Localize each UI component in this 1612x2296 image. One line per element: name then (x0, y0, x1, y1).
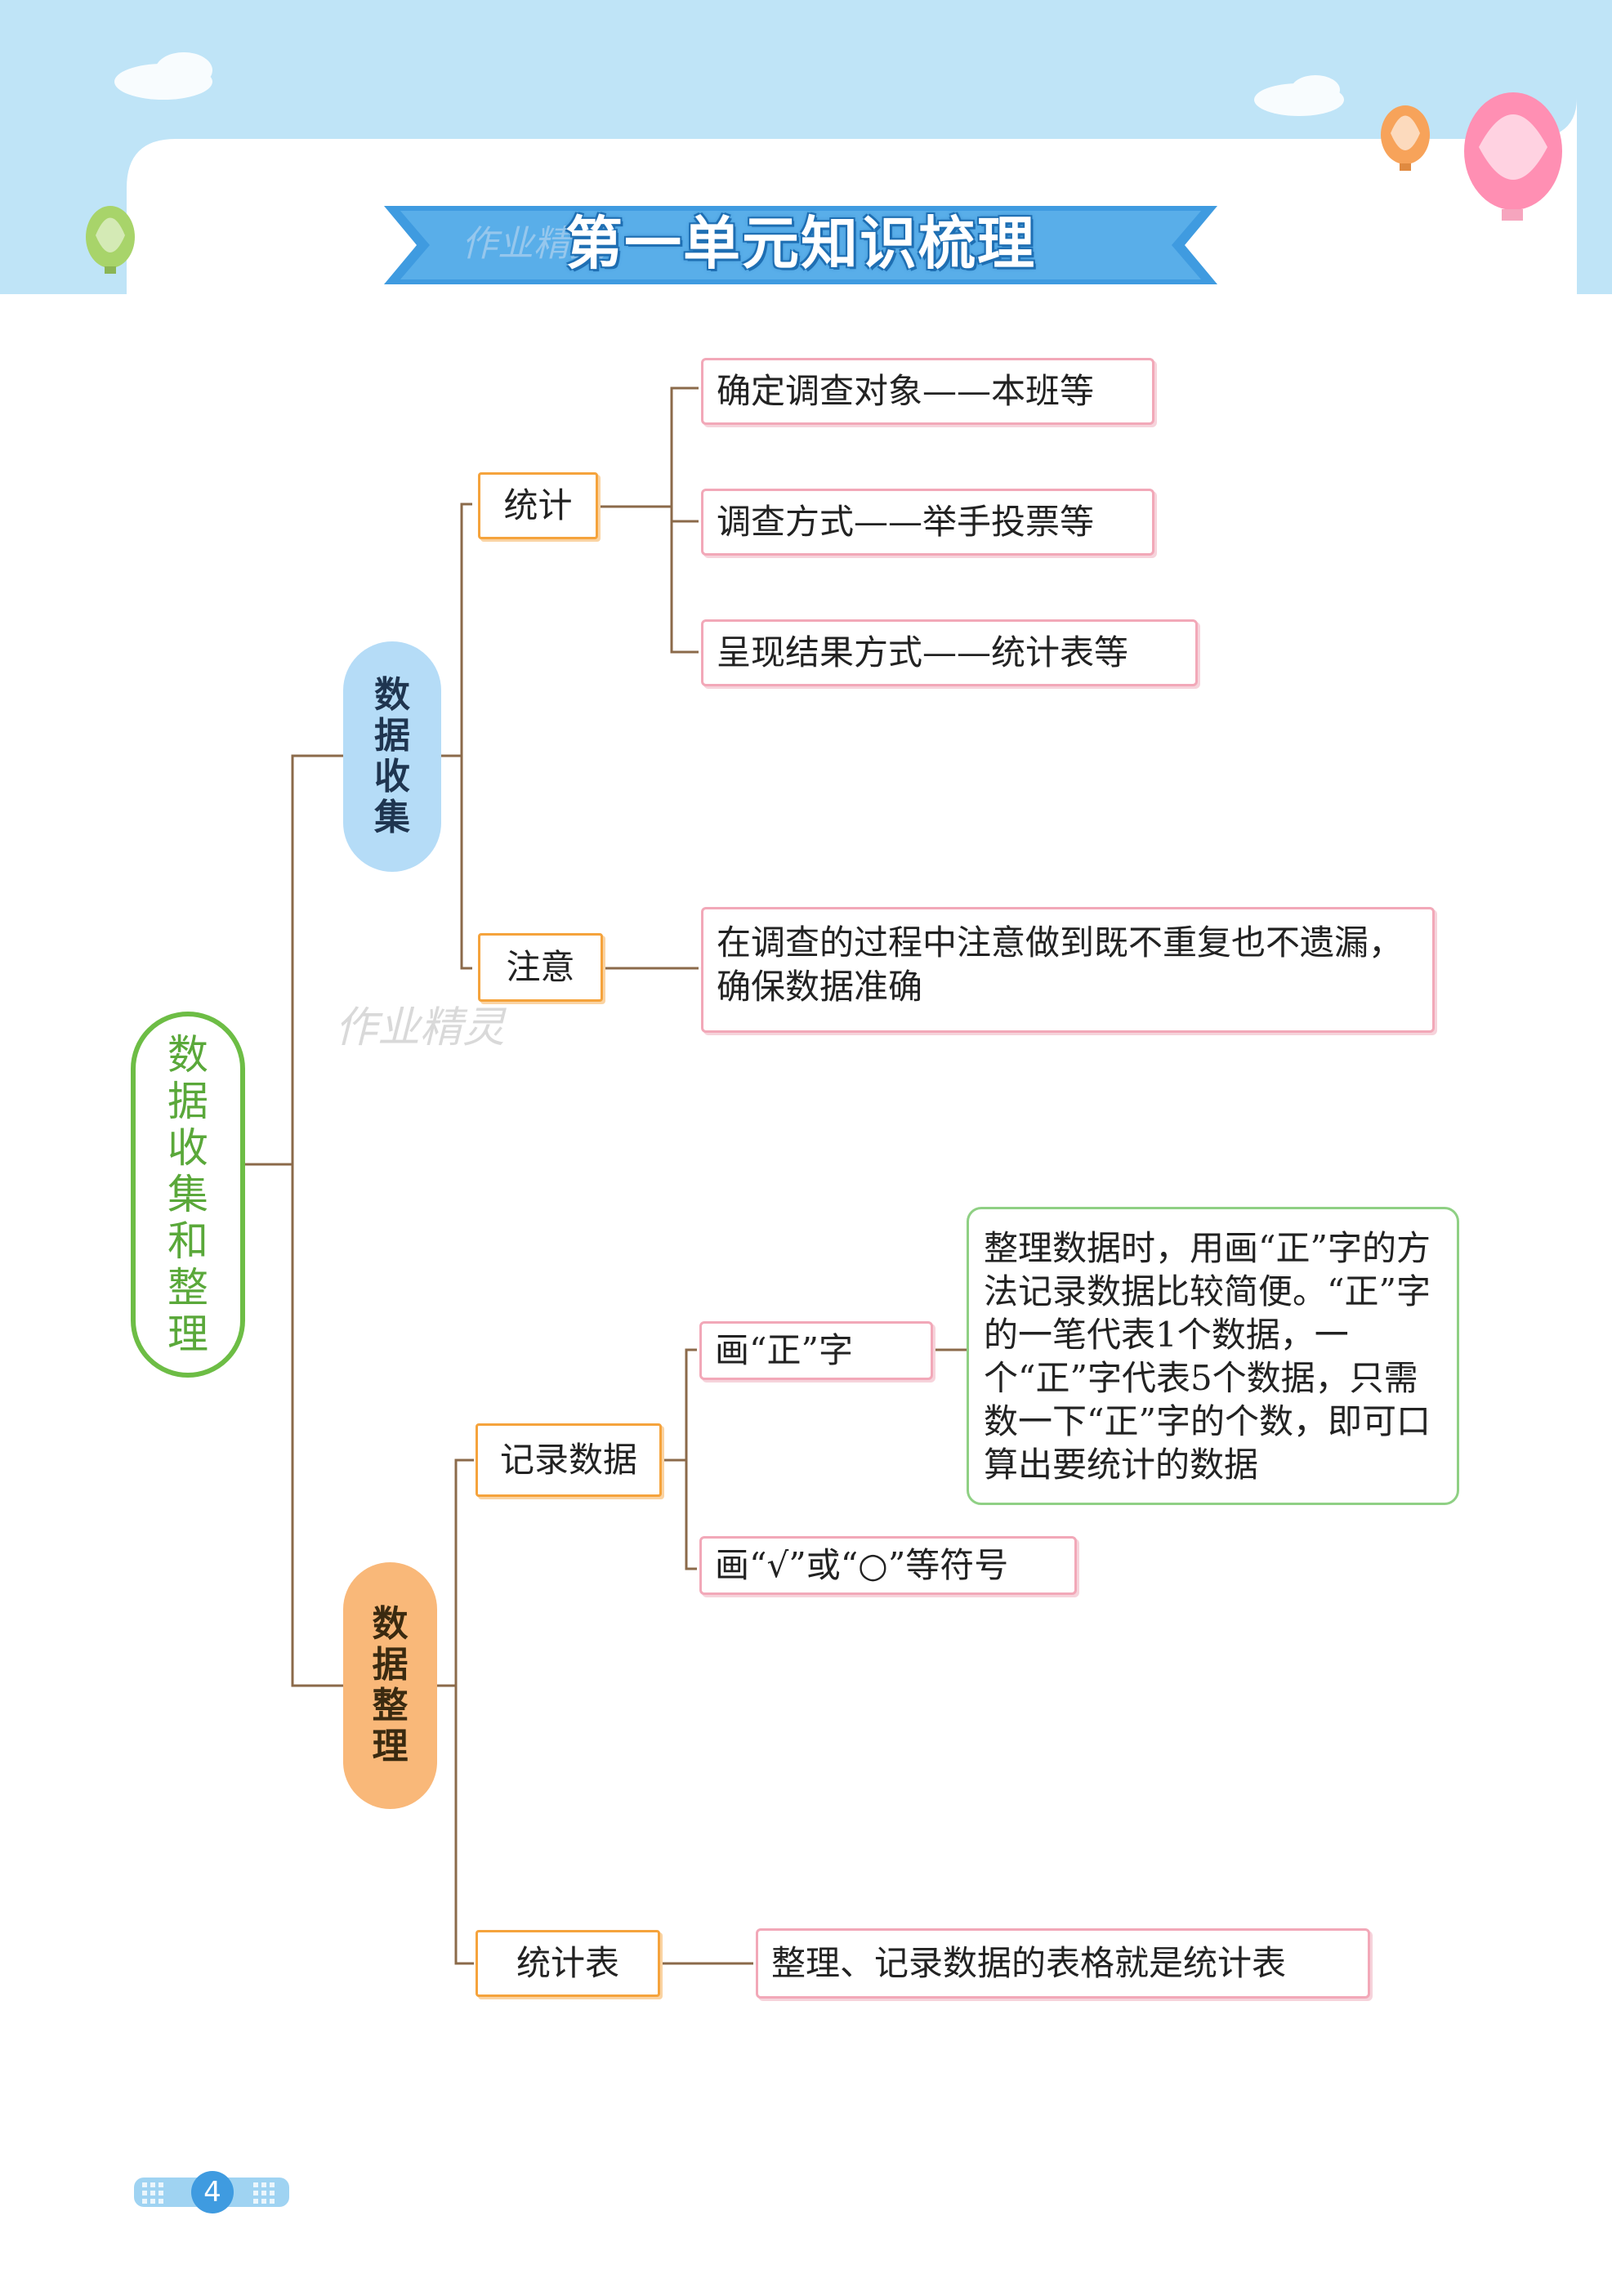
leaf-table-definition-text: 整理、记录数据的表格就是统计表 (771, 1943, 1287, 1983)
page-title: 第一单元知识梳理 (565, 210, 1036, 277)
branch-data-organization-label: 数据整理 (372, 1603, 409, 1767)
leaf-draw-zheng-text: 画“正”字 (715, 1330, 853, 1370)
balloon-icon (86, 92, 1562, 274)
leaf-table-definition: 整理、记录数据的表格就是统计表 (756, 1928, 1370, 1999)
root-label: 数据收集和整理 (167, 1030, 208, 1358)
leaf-attention-note: 在调查的过程中注意做到既不重复也不遗漏，确保数据准确 (701, 907, 1435, 1033)
leaf-survey-method-text: 调查方式——举手投票等 (717, 502, 1095, 542)
branch-data-collection-label: 数据收集 (374, 674, 410, 838)
cloud-icon (114, 52, 1344, 116)
node-statistics-table: 统计表 (476, 1930, 660, 1997)
title-banner (384, 206, 1217, 284)
node-record-data-label: 记录数据 (499, 1440, 637, 1480)
node-zhuyi: 注意 (478, 933, 603, 1002)
leaf-survey-method: 调查方式——举手投票等 (701, 489, 1154, 556)
leaf-result-presentation-text: 呈现结果方式——统计表等 (717, 632, 1129, 672)
sky-background (0, 0, 1612, 294)
leaf-draw-zheng: 画“正”字 (699, 1321, 933, 1380)
watermark-text: 作业精灵 (462, 223, 605, 265)
leaf-zheng-explanation-text: 整理数据时，用画“正”字的方法记录数据比较简便。“正”字的一笔代表1个数据，一个… (984, 1227, 1431, 1485)
page-number: 4 (203, 2176, 221, 2209)
leaf-zheng-explanation: 整理数据时，用画“正”字的方法记录数据比较简便。“正”字的一笔代表1个数据，一个… (967, 1207, 1459, 1505)
leaf-draw-symbols-text: 画“√”或“○”等符号 (715, 1545, 1009, 1585)
root-node: 数据收集和整理 (131, 1012, 245, 1378)
node-zhuyi-label: 注意 (506, 947, 575, 987)
leaf-survey-object: 确定调查对象——本班等 (701, 358, 1154, 425)
branch-data-organization: 数据整理 (343, 1562, 437, 1809)
leaf-result-presentation: 呈现结果方式——统计表等 (701, 619, 1198, 686)
node-tongji: 统计 (478, 472, 598, 539)
leaf-attention-note-text: 在调查的过程中注意做到既不重复也不遗漏，确保数据准确 (717, 922, 1404, 1007)
watermark-text: 作业精灵 (335, 1003, 506, 1052)
leaf-draw-symbols: 画“√”或“○”等符号 (699, 1536, 1077, 1595)
node-tongji-label: 统计 (503, 485, 573, 525)
page-number-bar (134, 2171, 289, 2213)
node-statistics-table-label: 统计表 (516, 1943, 619, 1983)
branch-data-collection: 数据收集 (343, 641, 441, 872)
node-record-data: 记录数据 (476, 1423, 662, 1497)
leaf-survey-object-text: 确定调查对象——本班等 (717, 371, 1095, 411)
